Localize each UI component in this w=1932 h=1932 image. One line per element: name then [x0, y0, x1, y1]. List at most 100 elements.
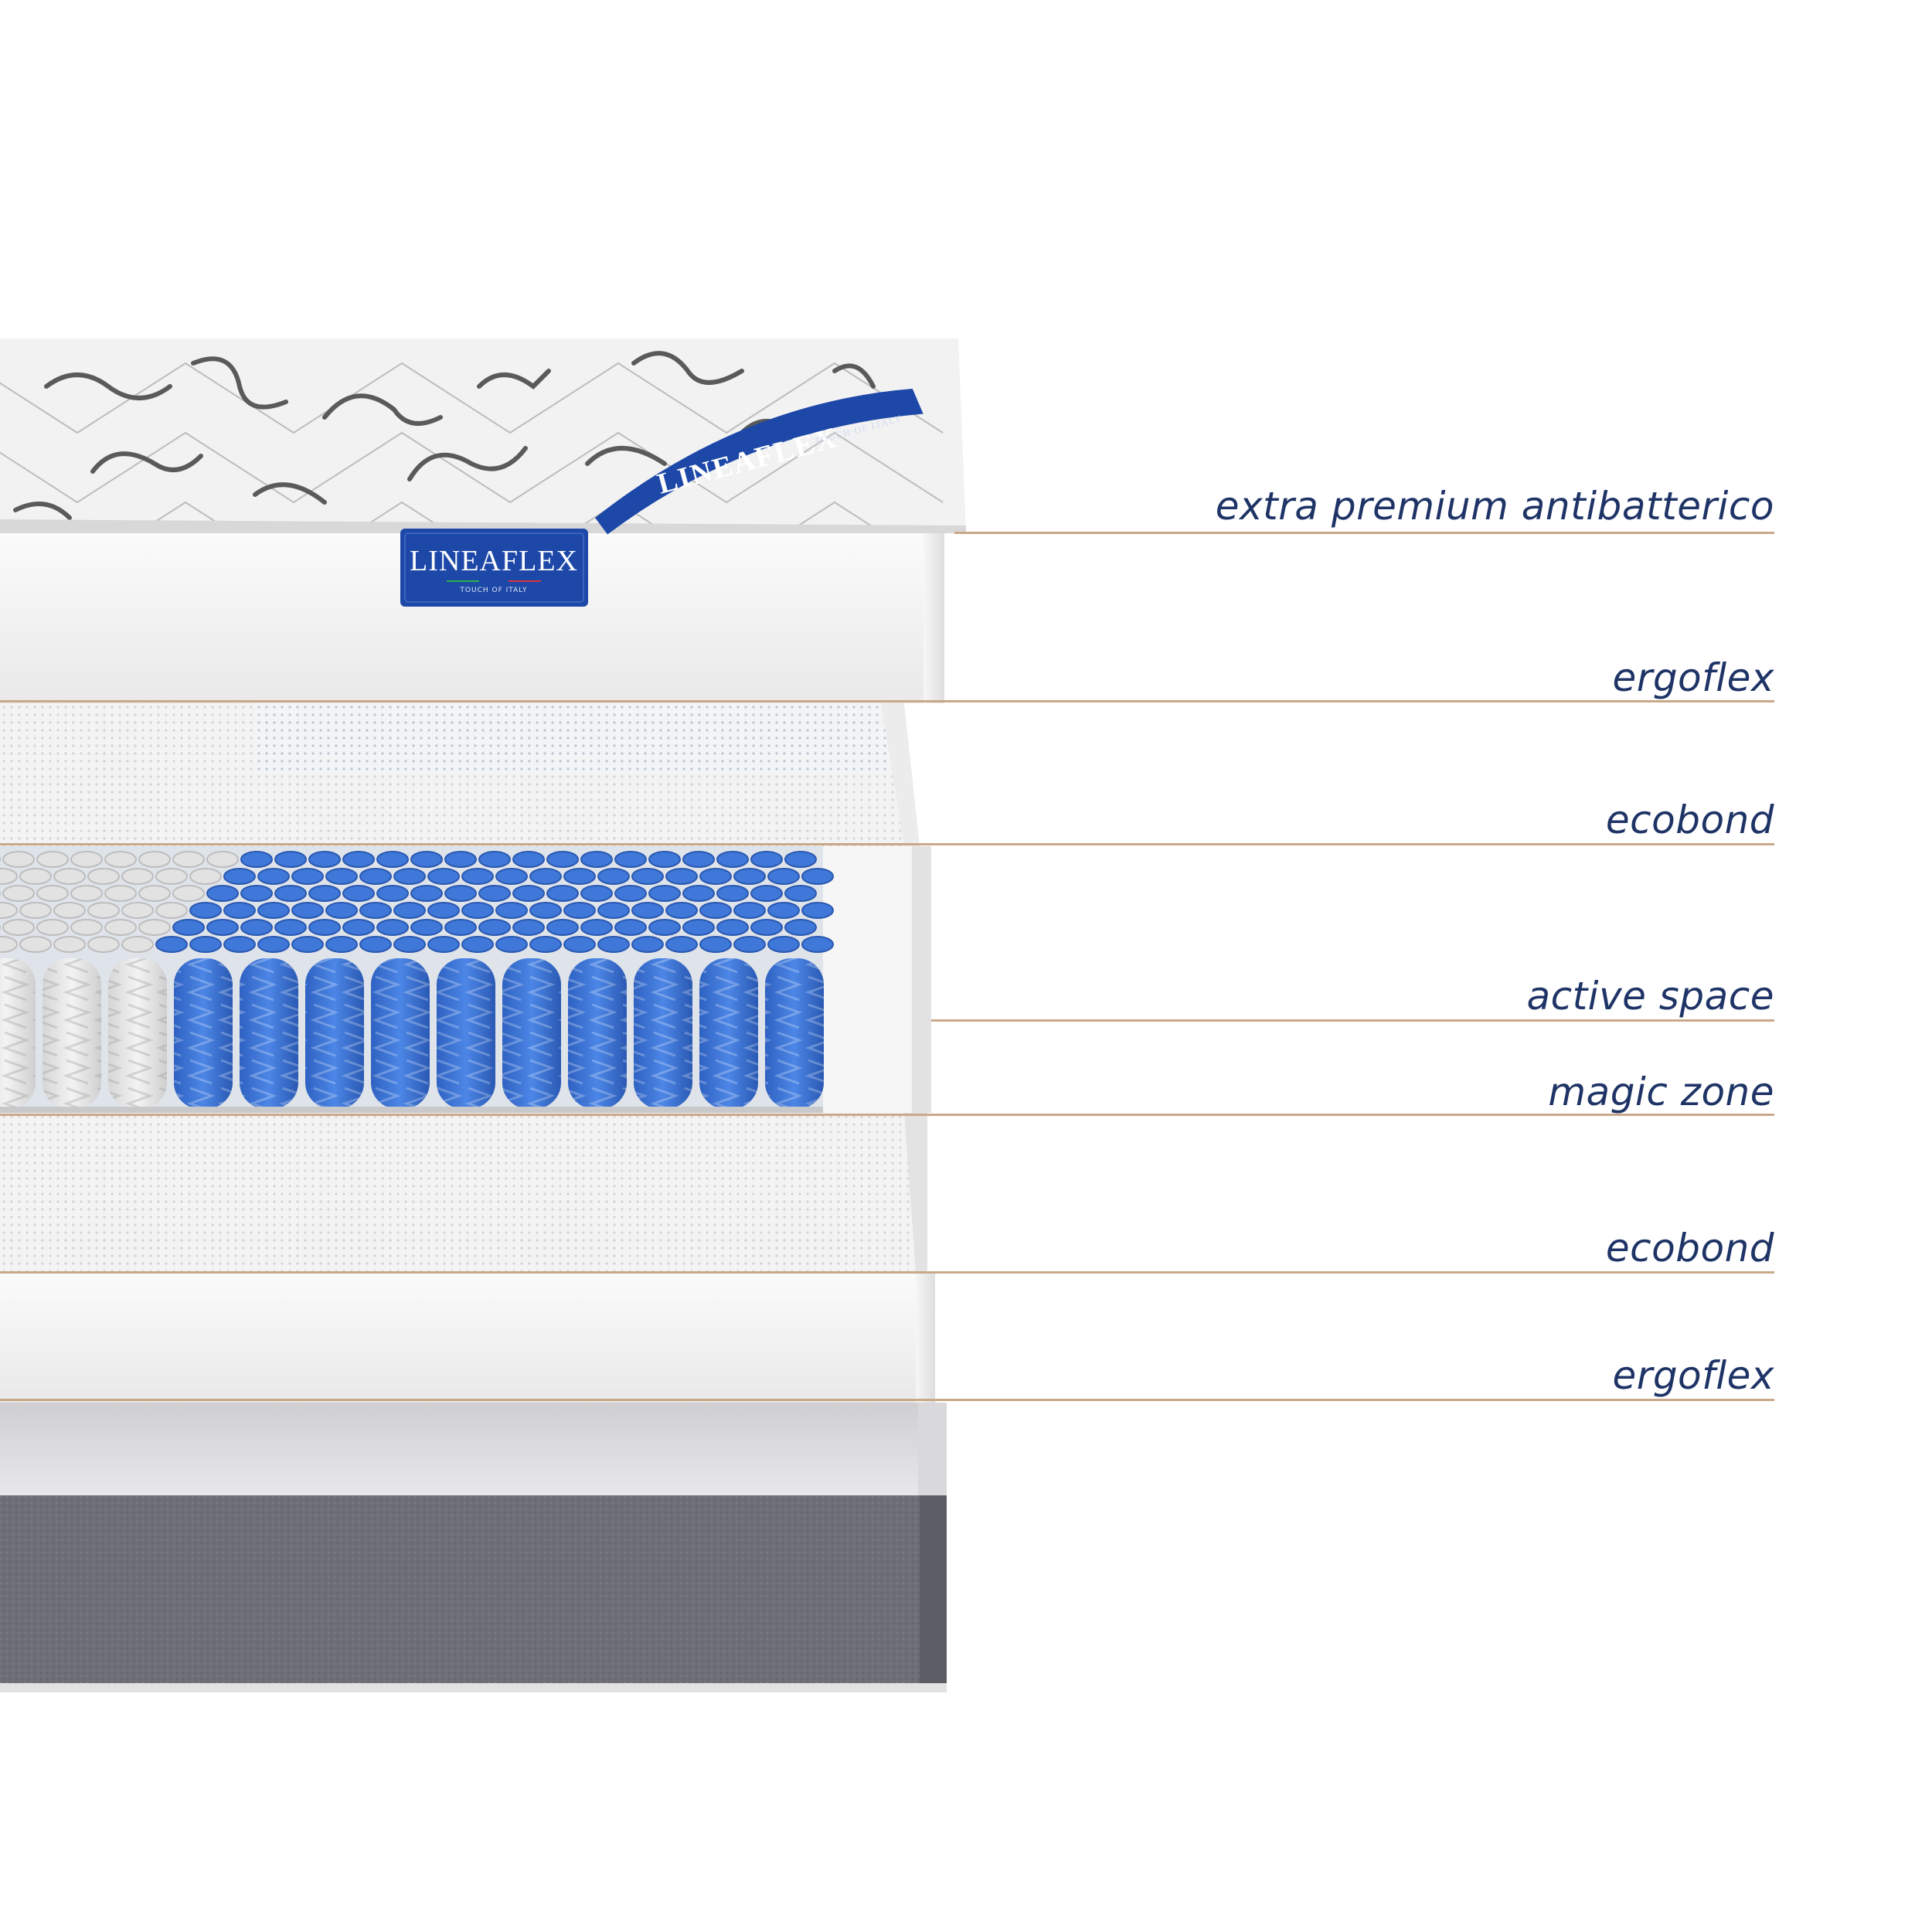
- blue-spring-top: [444, 919, 477, 936]
- blue-spring-top: [767, 868, 800, 885]
- blue-spring-top: [478, 885, 511, 902]
- white-spring-top: [87, 902, 120, 919]
- blue-spring-top: [359, 868, 392, 885]
- brand-label-tag: LINEAFLEX TOUCH OF ITALY: [400, 529, 588, 607]
- blue-spring-top: [750, 851, 783, 868]
- white-spring-top: [121, 868, 154, 885]
- blue-spring-top: [478, 919, 511, 936]
- blue-spring-top: [699, 936, 732, 953]
- layer-label-2: ergoflex: [1612, 655, 1774, 700]
- blue-spring-top: [801, 868, 834, 885]
- blue-spring-top: [495, 902, 528, 919]
- leader-line-4: [931, 1019, 1774, 1022]
- spring-core-frame: [819, 846, 931, 1113]
- blue-spring-top: [699, 868, 732, 885]
- blue-spring-top: [512, 851, 545, 868]
- blue-spring-top: [512, 885, 545, 902]
- blue-spring-top: [546, 919, 579, 936]
- spring-coil-pattern: [502, 958, 561, 1109]
- blue-spring-top: [257, 936, 290, 953]
- mesh-ecobond-top: [0, 703, 920, 846]
- blue-spring-top: [784, 919, 817, 936]
- leader-line-7: [0, 1399, 1774, 1401]
- white-spring-top: [0, 868, 18, 885]
- white-spring-top: [70, 919, 103, 936]
- blue-spring-top: [631, 936, 664, 953]
- blue-spring-top: [716, 919, 749, 936]
- white-spring-top: [2, 919, 35, 936]
- white-spring-top: [53, 868, 86, 885]
- blue-spring-top: [427, 868, 460, 885]
- leader-line-2: [0, 700, 1774, 702]
- blue-spring-top: [393, 902, 426, 919]
- layer-label-3: ecobond: [1605, 798, 1774, 842]
- white-spring-top: [0, 936, 18, 953]
- blue-spring-top: [325, 936, 358, 953]
- blue-spring-top: [614, 885, 647, 902]
- white-spring-top: [138, 919, 171, 936]
- blue-spring-top: [376, 919, 409, 936]
- white-spring-top: [87, 868, 120, 885]
- blue-spring-top: [308, 851, 341, 868]
- blue-spring-top: [529, 902, 562, 919]
- blue-spring-top: [631, 902, 664, 919]
- blue-spring-top: [427, 936, 460, 953]
- white-spring-top: [53, 902, 86, 919]
- white-spring-top: [70, 885, 103, 902]
- blue-spring-top: [699, 902, 732, 919]
- white-spring-top: [87, 936, 120, 953]
- white-spring-top: [189, 868, 222, 885]
- spring-coil-pattern: [634, 958, 692, 1109]
- foam-ergoflex-top: [0, 533, 944, 703]
- white-spring-top: [172, 851, 205, 868]
- blue-spring-top: [325, 902, 358, 919]
- white-spring-top: [104, 885, 137, 902]
- white-spring-top: [121, 902, 154, 919]
- quilted-cover-top: LINEAFLEX TOUCH OF ITALY: [0, 338, 966, 535]
- white-spring-top: [2, 851, 35, 868]
- blue-spring-top: [291, 868, 324, 885]
- spring-coil-pattern: [437, 958, 495, 1109]
- blue-spring-top: [478, 851, 511, 868]
- blue-spring-top: [665, 902, 698, 919]
- white-spring-top: [53, 936, 86, 953]
- leader-line-5: [0, 1114, 1774, 1116]
- leader-line-1: [954, 532, 1774, 534]
- layer-label-7: ergoflex: [1612, 1353, 1774, 1398]
- leader-line-3: [0, 843, 1774, 845]
- white-spring-top: [104, 851, 137, 868]
- blue-spring-top: [716, 885, 749, 902]
- blue-spring-top: [733, 936, 766, 953]
- blue-spring-top: [257, 902, 290, 919]
- blue-spring-top: [444, 851, 477, 868]
- blue-spring-top: [342, 919, 375, 936]
- blue-spring-top: [325, 868, 358, 885]
- layer-label-1: extra premium antibatterico: [1215, 484, 1774, 529]
- blue-spring-top: [546, 851, 579, 868]
- spring-coil-pattern: [174, 958, 233, 1109]
- blue-spring-top: [240, 885, 273, 902]
- blue-spring-top: [342, 851, 375, 868]
- blue-spring-top: [359, 902, 392, 919]
- blue-spring-top: [512, 919, 545, 936]
- white-spring-top: [36, 919, 69, 936]
- blue-spring-top: [257, 868, 290, 885]
- spring-coil-pattern: [0, 958, 36, 1109]
- layer-label-5: magic zone: [1548, 1070, 1774, 1114]
- blue-spring-top: [563, 868, 596, 885]
- leader-line-6: [0, 1271, 1774, 1274]
- blue-spring-top: [546, 885, 579, 902]
- spring-coil-pattern: [240, 958, 298, 1109]
- blue-spring-top: [342, 885, 375, 902]
- layer-label-6: ecobond: [1605, 1226, 1774, 1270]
- blue-spring-top: [767, 902, 800, 919]
- white-spring-top: [36, 851, 69, 868]
- white-spring-top: [138, 885, 171, 902]
- blue-spring-top: [733, 868, 766, 885]
- blue-spring-top: [529, 868, 562, 885]
- white-spring-top: [70, 851, 103, 868]
- blue-spring-top: [648, 919, 681, 936]
- blue-spring-top: [495, 868, 528, 885]
- blue-spring-top: [682, 851, 715, 868]
